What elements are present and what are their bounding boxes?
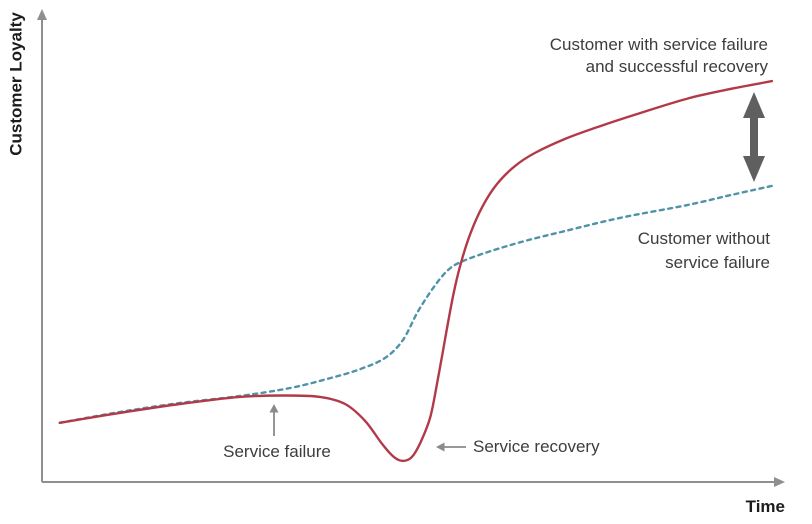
y-axis-label: Customer Loyalty [6,12,25,156]
annotation-with-failure: Customer with service failure and succes… [550,35,769,76]
loyalty-gap-double-arrow-icon [743,92,765,182]
axes [37,9,785,487]
y-axis-arrow-icon [37,9,47,20]
annotation-service-recovery: Service recovery [436,437,600,456]
annotation-with-failure-line1: Customer with service failure [550,35,768,54]
service-recovery-arrow-head-icon [436,442,445,452]
annotation-without-failure-line1: Customer without [638,229,771,248]
x-axis-arrow-icon [774,477,785,487]
service-recovery-label: Service recovery [473,437,600,456]
curve-with-service-failure-recovery [58,79,774,463]
annotation-without-failure: Customer without service failure [638,229,771,272]
service-failure-arrow-head-icon [269,404,279,413]
annotation-without-failure-line2: service failure [665,253,770,272]
annotation-with-failure-line2: and successful recovery [586,57,769,76]
x-axis-label: Time [746,497,785,516]
service-failure-label: Service failure [223,442,331,461]
annotation-service-failure: Service failure [223,404,331,461]
curve-without-service-failure [58,184,774,424]
